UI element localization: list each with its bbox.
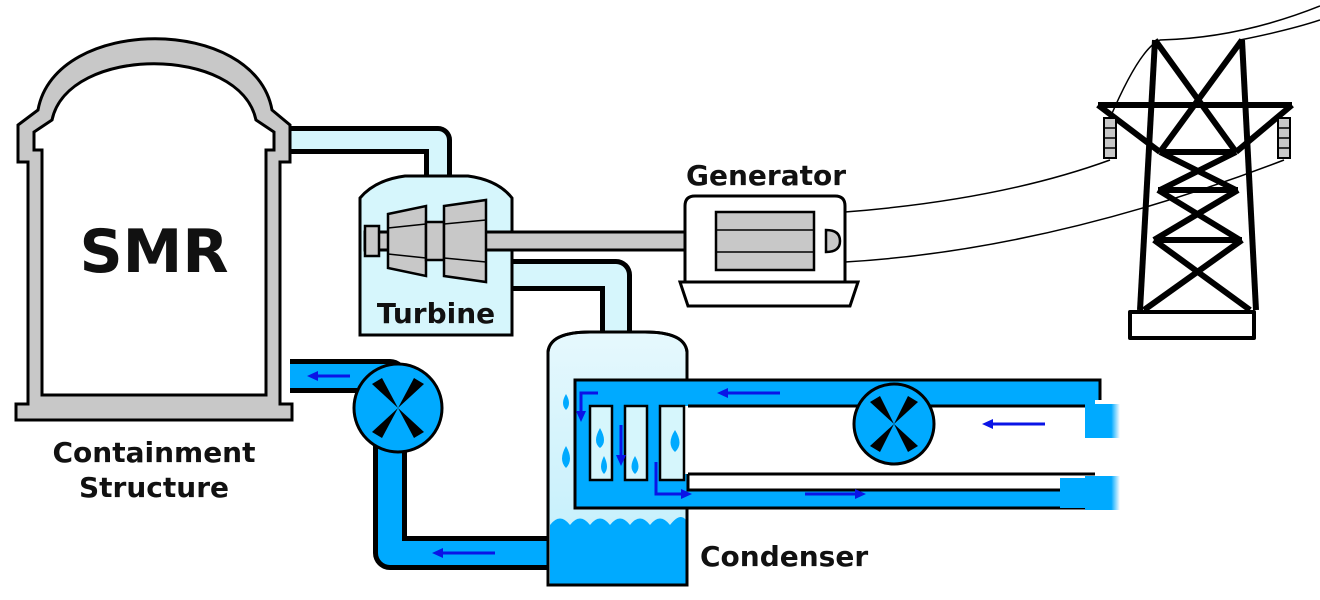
generator-label: Generator [686, 159, 846, 192]
containment-label-line1: Containment [52, 436, 255, 469]
power-lines [844, 5, 1320, 263]
condenser-label: Condenser [700, 540, 868, 573]
containment-label-line2: Structure [79, 471, 229, 504]
steam-pipe-to-turbine [290, 126, 452, 178]
generator [677, 194, 861, 308]
smr-label: SMR [79, 217, 228, 287]
turbine-label: Turbine [377, 297, 495, 330]
containment-structure [14, 37, 294, 422]
transmission-tower-icon [1096, 38, 1294, 340]
pump-fan-icon [352, 362, 444, 454]
pump-fan-icon [852, 382, 936, 466]
tower-insulators [1103, 117, 1291, 159]
flow-arrows [307, 371, 1045, 558]
steam-pipe-to-condenser [505, 259, 632, 345]
turbine-rotor [386, 198, 488, 284]
water-drop-icon [562, 394, 680, 474]
